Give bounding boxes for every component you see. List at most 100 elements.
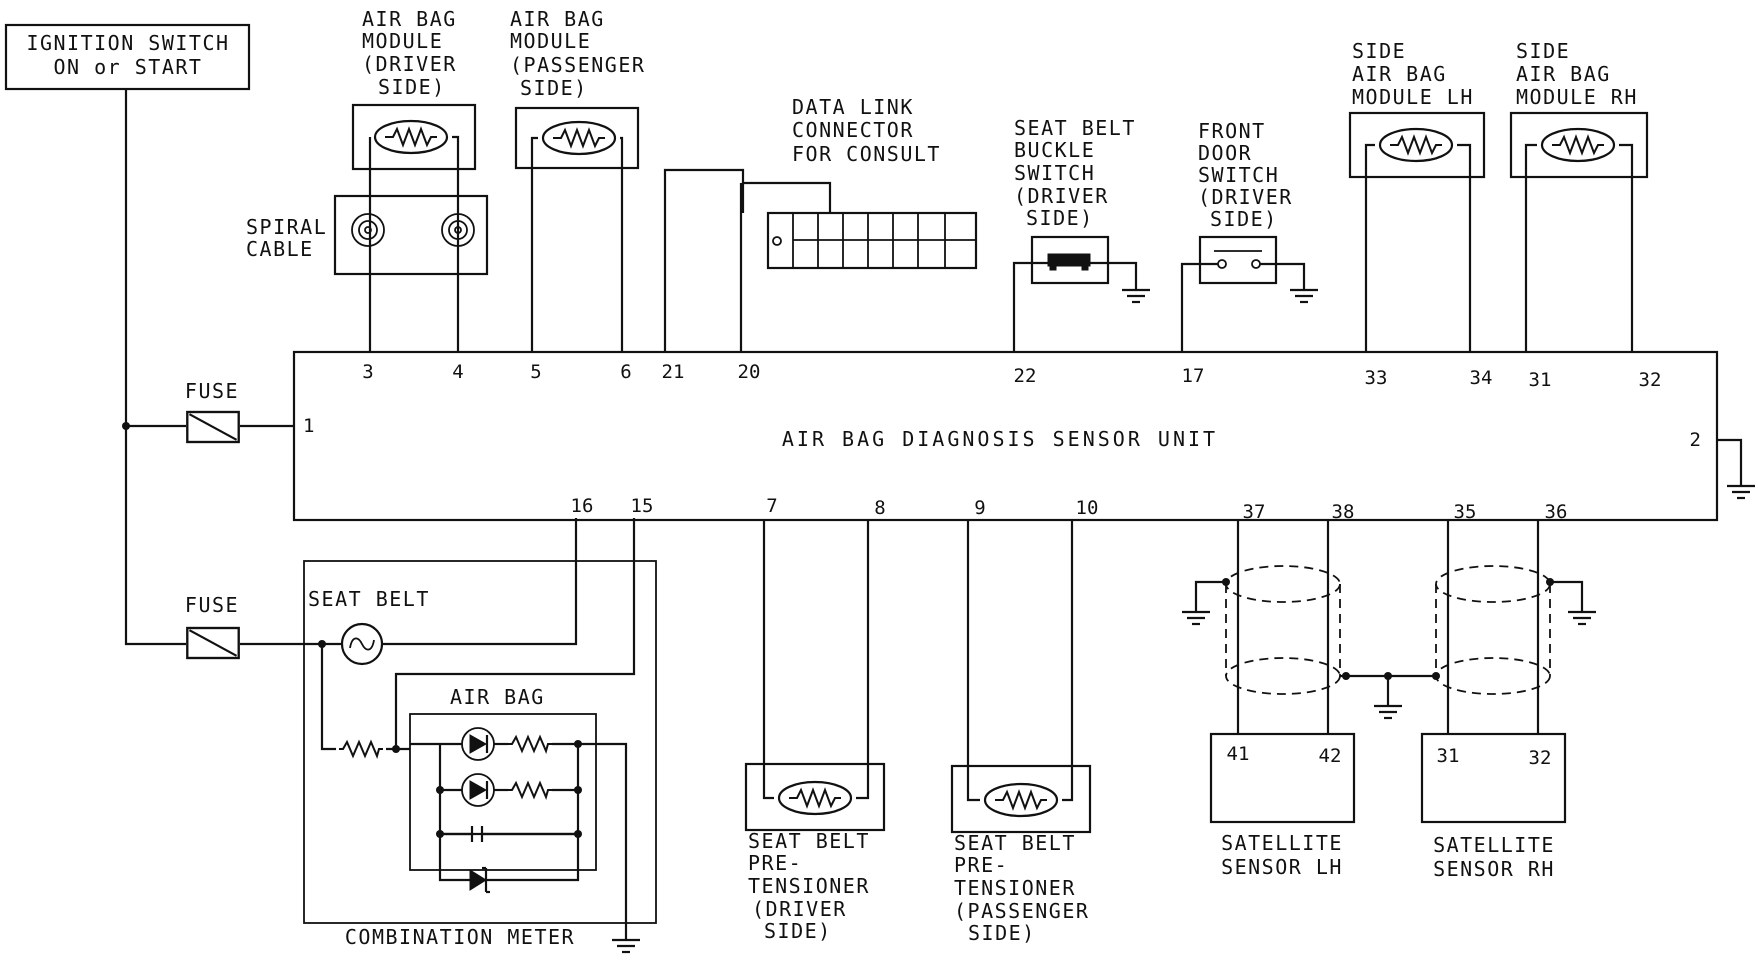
side-airbag-module-lh: SIDE AIR BAG MODULE LH — [1348, 39, 1486, 352]
airbag-driver-label-4: SIDE) — [378, 75, 446, 99]
fuse-top-label: FUSE — [185, 379, 239, 403]
pretensioner-driver-label-2: PRE- — [748, 851, 802, 875]
side-rh-label-1: SIDE — [1516, 39, 1570, 63]
airbag-module-passenger: AIR BAG MODULE (PASSENGER SIDE) — [510, 7, 645, 352]
shielded-cable-lh — [1180, 520, 1341, 734]
satellite-rh-label-1: SATELLITE — [1433, 833, 1555, 857]
pin-21: 21 — [662, 361, 685, 383]
air-bag-lamp-label: AIR BAG — [450, 685, 545, 709]
pretensioner-driver-label-1: SEAT BELT — [748, 829, 870, 853]
combination-meter: COMBINATION METER SEAT BELT AIR BAG — [303, 518, 657, 954]
pin-16: 16 — [571, 495, 594, 517]
side-rh-heater — [1540, 127, 1616, 163]
pretensioner-driver-label-4: (DRIVER — [752, 897, 847, 921]
buckle-label-4: (DRIVER — [1014, 184, 1109, 208]
seat-belt-buckle-switch: SEAT BELT BUCKLE SWITCH (DRIVER SIDE) — [1012, 116, 1152, 352]
pin-33: 33 — [1365, 367, 1388, 389]
door-label-4: (DRIVER — [1198, 185, 1293, 209]
door-label-2: DOOR — [1198, 141, 1252, 165]
airbag-driver-label-3: (DRIVER — [362, 52, 457, 76]
pretensioner-passenger-label-5: SIDE) — [968, 921, 1036, 945]
ignition-feed-wires — [122, 89, 322, 646]
side-lh-label-3: MODULE LH — [1352, 85, 1474, 109]
satellite-sensor-lh: 41 42 SATELLITE SENSOR LH — [1209, 732, 1356, 879]
pin-20: 20 — [738, 361, 761, 383]
ignition-switch-state: ON or START — [54, 55, 203, 79]
air-bag-lamp: AIR BAG — [320, 518, 642, 954]
pin-34: 34 — [1470, 367, 1493, 389]
data-link-label-2: CONNECTOR — [792, 118, 914, 142]
spiral-cable-label-1: SPIRAL — [246, 215, 327, 239]
satellite-rh-label-2: SENSOR RH — [1433, 857, 1555, 881]
ignition-switch-label: IGNITION SWITCH — [26, 31, 229, 55]
airbag-driver-label-1: AIR BAG — [362, 7, 457, 31]
pretensioner-passenger-label-3: TENSIONER — [954, 876, 1076, 900]
front-door-switch: FRONT DOOR SWITCH (DRIVER SIDE) — [1180, 119, 1320, 352]
pin-35: 35 — [1454, 501, 1477, 523]
airbag-passenger-label-3: (PASSENGER — [510, 53, 645, 77]
door-label-3: SWITCH — [1198, 163, 1279, 187]
led-2 — [440, 773, 578, 807]
pin-36: 36 — [1545, 501, 1568, 523]
led-1 — [440, 727, 578, 761]
satellite-lh-pin-41: 41 — [1227, 743, 1250, 765]
ignition-switch: IGNITION SWITCH ON or START — [4, 23, 251, 91]
satellite-lh-pin-42: 42 — [1319, 745, 1342, 767]
side-lh-label-2: AIR BAG — [1352, 62, 1447, 86]
spiral-cable-label-2: CABLE — [246, 237, 314, 261]
fuse-bottom: FUSE — [185, 593, 240, 660]
seat-belt-lamp: SEAT BELT — [308, 518, 578, 666]
satellite-lh-label-2: SENSOR LH — [1221, 855, 1343, 879]
pin-6: 6 — [620, 361, 631, 383]
side-rh-label-2: AIR BAG — [1516, 62, 1611, 86]
pretensioner-driver-label-5: SIDE) — [764, 919, 832, 943]
pin-5: 5 — [530, 361, 541, 383]
pretensioner-passenger-label-4: (PASSENGER — [954, 899, 1089, 923]
data-link-connector: DATA LINK CONNECTOR FOR CONSULT — [663, 95, 978, 352]
diagnosis-sensor-unit: AIR BAG DIAGNOSIS SENSOR UNIT 1 2 3 4 5 … — [292, 350, 1719, 523]
airbag-driver-label-2: MODULE — [362, 29, 443, 53]
door-label-1: FRONT — [1198, 119, 1266, 143]
airbag-driver-heater — [373, 119, 449, 155]
shielded-cable-rh — [1435, 520, 1598, 734]
pin-15: 15 — [631, 495, 654, 517]
airbag-passenger-label-2: MODULE — [510, 29, 591, 53]
side-lh-label-1: SIDE — [1352, 39, 1406, 63]
buckle-label-2: BUCKLE — [1014, 138, 1095, 162]
pretensioner-passenger-label-2: PRE- — [954, 853, 1008, 877]
pretensioner-passenger-heater — [983, 782, 1059, 818]
pin-17: 17 — [1182, 365, 1205, 387]
side-airbag-module-rh: SIDE AIR BAG MODULE RH — [1509, 39, 1649, 352]
airbag-passenger-label-4: SIDE) — [520, 76, 588, 100]
data-link-pin-grid — [792, 213, 976, 268]
fuse-top: FUSE — [185, 379, 240, 444]
pretensioner-driver-label-3: TENSIONER — [748, 874, 870, 898]
pretensioner-driver: SEAT BELT PRE- TENSIONER (DRIVER SIDE) — [744, 520, 886, 943]
pin-31: 31 — [1529, 369, 1552, 391]
spiral-cable: SPIRAL CABLE — [246, 194, 489, 276]
fuse-bottom-label: FUSE — [185, 593, 239, 617]
zener-diode — [438, 834, 580, 894]
pretensioner-passenger-label-1: SEAT BELT — [954, 831, 1076, 855]
door-label-5: SIDE) — [1210, 207, 1278, 231]
buckle-label-5: SIDE) — [1026, 206, 1094, 230]
airbag-passenger-heater — [541, 120, 617, 156]
pin-9: 9 — [974, 497, 985, 519]
data-link-label-1: DATA LINK — [792, 95, 914, 119]
pin-37: 37 — [1243, 501, 1266, 523]
combination-meter-label: COMBINATION METER — [345, 925, 575, 949]
shield-common-ground — [1340, 672, 1440, 720]
side-rh-label-3: MODULE RH — [1516, 85, 1638, 109]
pretensioner-driver-heater — [777, 780, 853, 816]
pin-2: 2 — [1690, 429, 1701, 451]
airbag-module-driver: AIR BAG MODULE (DRIVER SIDE) — [351, 7, 477, 171]
driver-airbag-wires — [368, 135, 460, 352]
buckle-label-3: SWITCH — [1014, 161, 1095, 185]
pin-22: 22 — [1014, 365, 1037, 387]
side-lh-heater — [1378, 127, 1454, 163]
satellite-rh-pin-32: 32 — [1529, 747, 1552, 769]
pin-1: 1 — [303, 415, 314, 437]
unit-title: AIR BAG DIAGNOSIS SENSOR UNIT — [782, 427, 1218, 451]
capacitor — [440, 826, 578, 842]
